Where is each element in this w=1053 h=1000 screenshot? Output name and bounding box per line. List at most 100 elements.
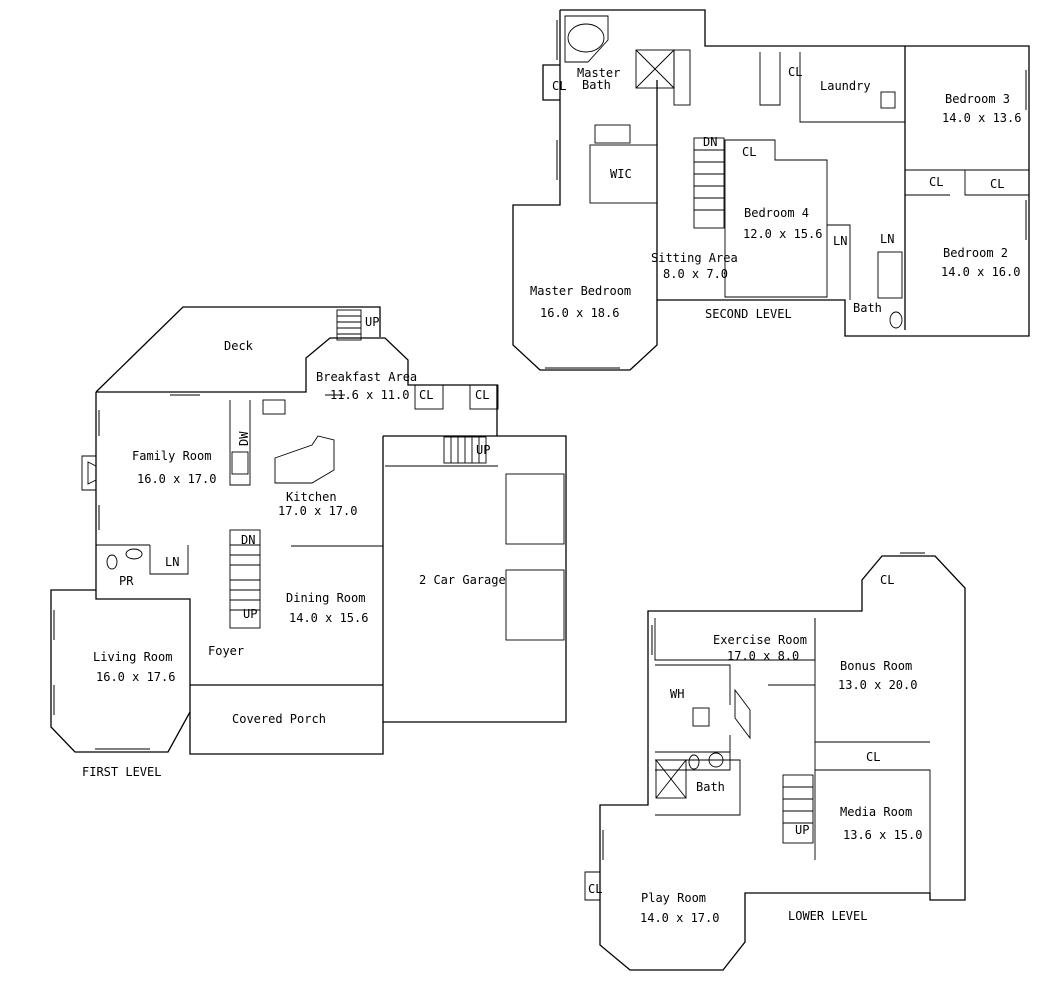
bonus-name: Bonus Room: [840, 659, 912, 673]
master-bed-name: Master Bedroom: [530, 284, 631, 298]
lower-level-windows: [599, 552, 925, 860]
bathtub-basin-icon: [567, 23, 605, 53]
second-level-windows: [545, 20, 1030, 369]
bedroom2-closet: [964, 170, 1029, 196]
lower-bath: [655, 759, 741, 816]
linen-wall: [827, 224, 851, 300]
fireplace: [81, 455, 97, 491]
second-level-plan: Master Bath CL WIC DN CL CL Laundry Bedr…: [512, 9, 1030, 371]
dining-name: Dining Room: [286, 591, 365, 605]
first-level-title: FIRST LEVEL: [82, 765, 161, 779]
wh-label: WH: [670, 687, 684, 701]
up-garage-label: UP: [476, 443, 490, 457]
bedroom3-size: 14.0 x 13.6: [942, 111, 1021, 125]
stove-icon: [231, 451, 249, 475]
kitchen-sink-icon: [262, 399, 286, 415]
pr-label: PR: [119, 574, 134, 588]
closet-1: [414, 384, 444, 410]
second-level-stairs: [693, 137, 725, 229]
family-room-wall: [95, 392, 191, 628]
breakfast-wall: [96, 337, 498, 436]
bath-label-2: Bath: [853, 301, 882, 315]
kitchen-island: [274, 435, 335, 484]
folding-door: [734, 688, 751, 740]
laundry-wall: [799, 52, 905, 123]
lower-bath-label: Bath: [696, 780, 725, 794]
master-bath-line2: Bath: [582, 78, 611, 92]
bed3-closet-label: CL: [929, 175, 943, 189]
living-size: 16.0 x 17.6: [96, 670, 175, 684]
bed2-closet-label: CL: [990, 177, 1004, 191]
deck-outline: [95, 306, 381, 393]
bed4-closet-label: CL: [742, 145, 756, 159]
laundry-closet-label: CL: [788, 65, 802, 79]
up-stair-label: UP: [243, 607, 257, 621]
lower-up-label: UP: [795, 823, 809, 837]
lower-closet-top-label: CL: [880, 573, 894, 587]
covered-porch: [189, 685, 384, 755]
lower-level-stairs: [782, 774, 814, 844]
laundry-sink-icon: [880, 91, 896, 109]
laundry-label: Laundry: [820, 79, 871, 93]
dn-label: DN: [241, 533, 255, 547]
bedroom4-size: 12.0 x 15.6: [743, 227, 822, 241]
media-name: Media Room: [840, 805, 912, 819]
garage-door-2: [505, 569, 565, 641]
kitchen-size: 17.0 x 17.0: [278, 504, 357, 518]
first-level-plan: Deck UP Breakfast Area 11.6 x 11.0 CL CL…: [50, 306, 567, 779]
lower-closet-left-label: CL: [588, 882, 602, 896]
porch-label: Covered Porch: [232, 712, 326, 726]
mb-closet-label: CL: [552, 79, 566, 93]
wic-label: WIC: [610, 167, 632, 181]
master-bed-size: 16.0 x 18.6: [540, 306, 619, 320]
dining-size: 14.0 x 15.6: [289, 611, 368, 625]
dn-label-2: DN: [703, 135, 717, 149]
wic-room: [589, 144, 658, 204]
family-size: 16.0 x 17.0: [137, 472, 216, 486]
dw-label: DW: [237, 431, 251, 446]
play-name: Play Room: [641, 891, 706, 905]
lower-sink-icon: [708, 752, 724, 768]
exercise-name: Exercise Room: [713, 633, 807, 647]
media-size: 13.6 x 15.0: [843, 828, 922, 842]
lower-closet-mid-label: CL: [866, 750, 880, 764]
bedroom4-room: [724, 139, 828, 298]
linen-closet: [149, 545, 189, 575]
sitting-name: Sitting Area: [651, 251, 738, 265]
lower-level-plan: CL Exercise Room 17.0 x 8.0 Bonus Room 1…: [584, 552, 966, 971]
master-bath-line1: Master: [577, 66, 620, 80]
foyer-label: Foyer: [208, 644, 244, 658]
second-level-title: SECOND LEVEL: [705, 307, 792, 321]
exercise-size: 17.0 x 8.0: [727, 649, 799, 663]
sink-icon: [125, 548, 143, 560]
laundry-closet: [759, 52, 781, 106]
kitchen-name: Kitchen: [286, 490, 337, 504]
garage-door-1: [505, 473, 565, 545]
breakfast-size: 11.6 x 11.0: [330, 388, 409, 402]
garage-wall: [383, 435, 567, 723]
deck-stairs: [336, 309, 362, 341]
vanity-icon: [594, 124, 631, 144]
linen-label-2: LN: [880, 232, 894, 246]
bedroom2-name: Bedroom 2: [943, 246, 1008, 260]
breakfast-name: Breakfast Area: [316, 370, 417, 384]
linen-label-1: LN: [833, 234, 847, 248]
master-closet-bump: [542, 64, 560, 101]
living-name: Living Room: [93, 650, 172, 664]
bedroom2-size: 14.0 x 16.0: [941, 265, 1020, 279]
bedroom3-name: Bedroom 3: [945, 92, 1010, 106]
bathtub-icon: [564, 15, 609, 63]
play-size: 14.0 x 17.0: [640, 911, 719, 925]
shower-partition: [673, 49, 691, 106]
closet-1-label: CL: [419, 388, 433, 402]
lower-shower-icon: [655, 759, 687, 799]
play-room-closet: [584, 871, 600, 901]
toilet-icon: [106, 554, 118, 570]
wh-room: [655, 664, 731, 771]
ln-label: LN: [165, 555, 179, 569]
up-deck-label: UP: [365, 315, 379, 329]
water-heater-icon: [692, 707, 710, 727]
garage-stairs: [443, 436, 487, 464]
garage-label: 2 Car Garage: [419, 573, 506, 587]
